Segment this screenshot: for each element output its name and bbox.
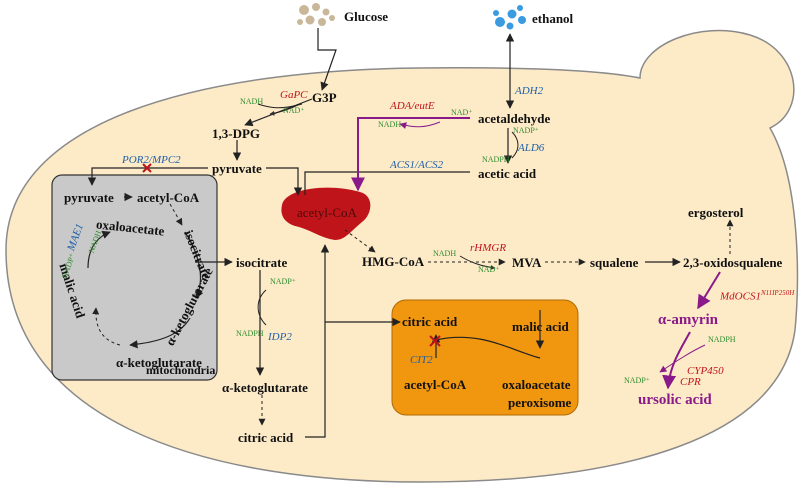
blocked-transport-x [142, 163, 152, 173]
nadph-cyp: NADPH [708, 335, 736, 344]
cit2-enzyme: CIT2 [410, 354, 433, 366]
mitochondria-compartment [51, 174, 218, 381]
acetylcoa-blob [281, 187, 371, 240]
nad-hmgr: NAD⁺ [478, 265, 500, 274]
acs-enzyme: ACS1/ACS2 [390, 159, 444, 171]
nadph-ald6: NADPH [482, 155, 510, 164]
nadh-gapc: NADH [240, 97, 264, 106]
ethanol-icon [493, 5, 526, 30]
hmgcoa-label: HMG-CoA [362, 254, 425, 269]
nadp-cyp: NADP⁺ [624, 376, 651, 385]
oxidosqualene-label: 2,3-oxidosqualene [683, 255, 783, 270]
nadp-ald6: NADP⁺ [513, 126, 540, 135]
nad-gapc: NAD⁺ [283, 106, 305, 115]
g3p-label: G3P [312, 90, 337, 105]
squalene-label: squalene [590, 255, 639, 270]
mdocs1-name: MdOCS1 [720, 290, 761, 303]
pyruvate-label: pyruvate [212, 161, 262, 176]
mitochondria-label: mitochondria [146, 363, 216, 377]
perox-oxaloacetate-label: oxaloacetate [502, 377, 571, 392]
nad-ada: NAD⁺ [451, 108, 473, 117]
isocitrate-label: isocitrate [236, 255, 288, 270]
peroxisome-label: peroxisome [508, 395, 572, 410]
mito-pyruvate-label: pyruvate [64, 190, 114, 205]
ursolic-acid-label: ursolic acid [638, 392, 712, 408]
ergosterol-label: ergosterol [688, 205, 744, 220]
acetic-acid-label: acetic acid [478, 166, 537, 181]
acetaldehyde-label: acetaldehyde [478, 111, 551, 126]
nadh-hmgr: NADH [433, 249, 457, 258]
acetylcoa-central-label: acetyl-CoA [297, 205, 357, 220]
ada-eute-enzyme: ADA/eutE [390, 100, 435, 112]
blocked-cit2-x [429, 335, 441, 347]
nadph-idp2: NADPH [236, 329, 264, 338]
idp2-enzyme: IDP2 [268, 331, 292, 343]
cyp450-enzyme: CYP450 [687, 365, 724, 377]
gapc-enzyme: GaPC [280, 89, 308, 101]
rhmgr-enzyme: rHMGR [470, 242, 507, 254]
mito-acetylcoa-label: acetyl-CoA [137, 190, 200, 205]
ethanol-label: ethanol [532, 11, 574, 26]
mito-akg-bottom-label: α-ketoglutarate [116, 355, 202, 370]
dpg-label: 1,3-DPG [212, 126, 261, 141]
nadh-ada: NADH [378, 120, 402, 129]
cpr-enzyme: CPR [680, 376, 701, 388]
perox-acetylcoa-label: acetyl-CoA [404, 377, 467, 392]
glucose-label: Glucose [344, 9, 389, 24]
ald6-enzyme: ALD6 [518, 142, 545, 154]
mdocs1-enzyme: MdOCS1N11IP250H [720, 290, 794, 303]
nadp-idp2: NADP⁺ [270, 277, 297, 286]
por2-mpc2-enzyme: POR2/MPC2 [122, 154, 181, 166]
mva-label: MVA [512, 255, 542, 270]
amyrin-label: α-amyrin [658, 312, 719, 328]
perox-citric-label: citric acid [402, 314, 458, 329]
peroxisome-compartment [391, 299, 579, 416]
citric-acid-bottom-label: citric acid [238, 430, 294, 445]
glucose-icon [297, 3, 335, 26]
mdocs1-mutation: N11IP250H [760, 289, 795, 297]
adh2-enzyme: ADH2 [515, 85, 544, 97]
akg-label: α-ketoglutarate [222, 380, 308, 395]
perox-malic-label: malic acid [512, 319, 569, 334]
